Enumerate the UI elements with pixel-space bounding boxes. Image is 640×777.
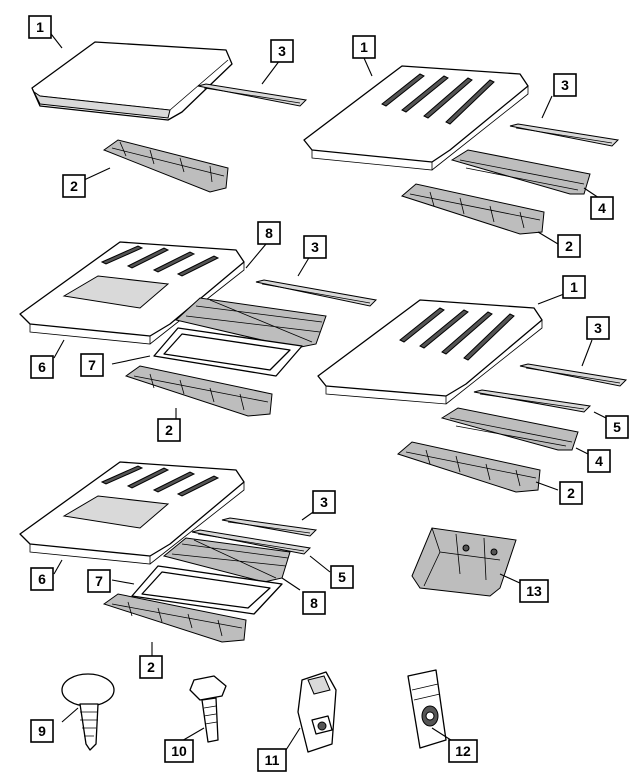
front-header-bow — [400, 183, 545, 235]
callout-label: 2 — [565, 238, 573, 254]
callout-label: 5 — [338, 569, 346, 585]
callout-label: 1 — [360, 39, 368, 55]
callout-label: 3 — [311, 239, 319, 255]
sunroof-frame-seal — [131, 565, 283, 615]
callout-label: 4 — [595, 453, 603, 469]
header-seal-strip — [509, 123, 620, 147]
callout-label: 2 — [147, 659, 155, 675]
push-pin-retainer — [61, 673, 115, 751]
callout-label: 3 — [278, 43, 286, 59]
callout-2: 2 — [559, 481, 583, 505]
callout-label: 6 — [38, 571, 46, 587]
callout-label: 8 — [310, 595, 318, 611]
callout-13: 13 — [519, 579, 549, 603]
u-nut-clip — [297, 671, 337, 753]
sunroof-assembly — [162, 537, 291, 583]
roof-panel-sunroof — [19, 241, 245, 345]
callout-3: 3 — [303, 235, 327, 259]
roof-panel-ribbed — [317, 299, 543, 405]
callout-10: 10 — [164, 739, 194, 763]
callout-label: 3 — [561, 77, 569, 93]
front-header-bow — [102, 593, 247, 643]
rear-header-seal — [191, 529, 312, 555]
callout-3: 3 — [586, 316, 610, 340]
sunroof-frame-seal — [153, 327, 303, 377]
header-seal-strip — [519, 363, 628, 387]
header-seal-strip — [221, 517, 318, 537]
callout-label: 1 — [36, 19, 44, 35]
spring-nut-clip — [407, 669, 447, 749]
callout-4: 4 — [587, 449, 611, 473]
callout-1: 1 — [562, 275, 586, 299]
callout-8: 8 — [257, 221, 281, 245]
front-header-bow — [124, 365, 273, 417]
callout-8: 8 — [302, 591, 326, 615]
callout-6: 6 — [30, 567, 54, 591]
callout-label: 2 — [165, 422, 173, 438]
front-header-bow — [396, 441, 541, 493]
callout-2: 2 — [62, 174, 86, 198]
roof-panel-plain — [31, 41, 233, 121]
callout-label: 13 — [526, 583, 542, 599]
roof-panel-ribbed — [303, 65, 529, 171]
callout-label: 9 — [38, 723, 46, 739]
header-seal-strip — [255, 279, 378, 307]
callout-label: 7 — [88, 357, 96, 373]
callout-label: 4 — [598, 200, 606, 216]
callout-2: 2 — [139, 655, 163, 679]
callout-5: 5 — [605, 415, 629, 439]
callout-label: 11 — [265, 752, 280, 768]
front-header-bow — [102, 139, 229, 193]
callout-6: 6 — [30, 355, 54, 379]
callout-label: 10 — [171, 743, 187, 759]
callout-12: 12 — [448, 739, 478, 763]
callout-3: 3 — [312, 490, 336, 514]
roof-bow-crossmember — [450, 149, 591, 195]
callout-7: 7 — [87, 569, 111, 593]
callout-9: 9 — [30, 719, 54, 743]
header-seal-strip — [197, 83, 308, 107]
callout-label: 3 — [320, 494, 328, 510]
callout-3: 3 — [270, 39, 294, 63]
callout-2: 2 — [157, 418, 181, 442]
callout-label: 8 — [265, 225, 273, 241]
callout-label: 3 — [594, 320, 602, 336]
roof-bow-crossmember — [440, 407, 579, 451]
callout-label: 7 — [95, 573, 103, 589]
callout-label: 2 — [567, 485, 575, 501]
callout-4: 4 — [590, 196, 614, 220]
leader-lines — [47, 29, 611, 751]
roof-panel-sunroof — [19, 461, 245, 565]
callout-7: 7 — [80, 353, 104, 377]
hex-bolt — [189, 675, 227, 743]
callout-5: 5 — [330, 565, 354, 589]
callout-label: 2 — [70, 178, 78, 194]
rear-header-seal — [473, 389, 592, 413]
callout-1: 1 — [352, 35, 376, 59]
callout-label: 1 — [570, 279, 578, 295]
callout-3: 3 — [553, 73, 577, 97]
callout-2: 2 — [557, 234, 581, 258]
callout-label: 5 — [613, 419, 621, 435]
callout-11: 11 — [257, 748, 287, 772]
callout-label: 6 — [38, 359, 46, 375]
reinforcement-bracket — [411, 527, 517, 597]
callout-label: 12 — [455, 743, 471, 759]
callout-1: 1 — [28, 15, 52, 39]
